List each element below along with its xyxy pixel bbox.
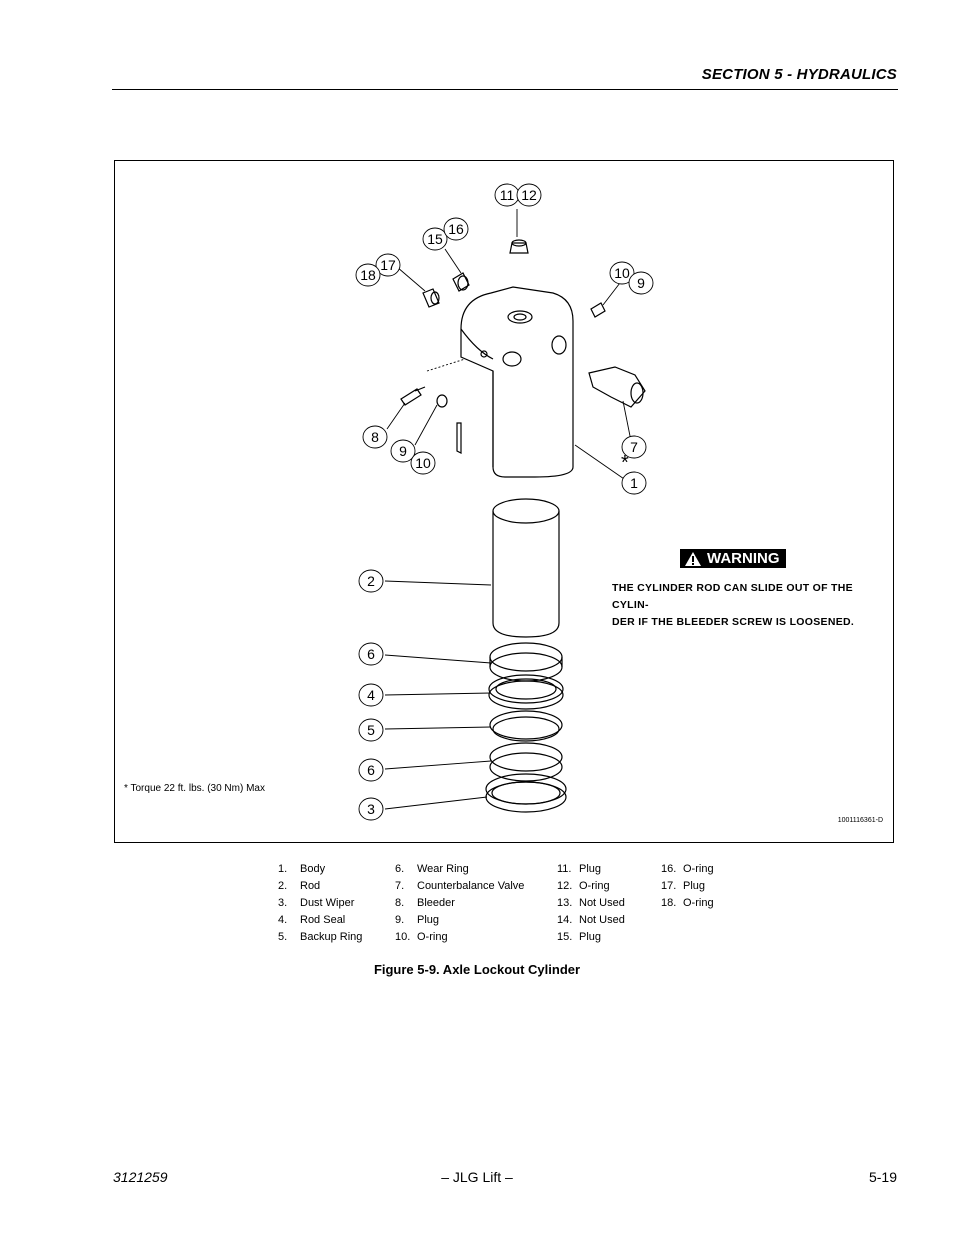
svg-text:1: 1	[630, 475, 638, 491]
svg-text:18: 18	[360, 267, 376, 283]
drawing-id: 1001116361-D	[837, 817, 883, 824]
torque-note: * Torque 22 ft. lbs. (30 Nm) Max	[124, 783, 265, 794]
legend-item: 13.Not Used	[557, 897, 625, 909]
legend-item: 4.Rod Seal	[278, 914, 346, 926]
legend-column-1: 1.Body 2.Rod 3.Dust Wiper 4.Rod Seal 5.B…	[278, 861, 362, 946]
svg-text:10: 10	[614, 265, 630, 281]
wear-ring-bottom-part	[489, 742, 563, 782]
legend-item: 12.O-ring	[557, 880, 610, 892]
svg-text:10: 10	[415, 455, 431, 471]
callout-5: 5	[358, 718, 384, 742]
torque-asterisk: *	[621, 452, 629, 474]
bleeder-part	[400, 386, 426, 406]
figure-frame: 11 12 15 16 17 18 10 9 8 9 10	[114, 160, 894, 843]
figure-caption: Figure 5-9. Axle Lockout Cylinder	[373, 962, 581, 977]
warning-text: THE CYLINDER ROD CAN SLIDE OUT OF THE CY…	[612, 580, 882, 631]
plug-right-part	[590, 302, 606, 318]
svg-text:15: 15	[427, 231, 443, 247]
callout-4: 4	[358, 683, 384, 707]
callout-1: 1	[621, 471, 647, 495]
body-part	[456, 286, 574, 478]
exploded-view-drawing: 11 12 15 16 17 18 10 9 8 9 10	[355, 183, 654, 821]
legend-column-3: 11.Plug 12.O-ring 13.Not Used 14.Not Use…	[557, 861, 625, 946]
warning-label: WARNING	[707, 550, 780, 567]
warning-text-line-1: THE CYLINDER ROD CAN SLIDE OUT OF THE CY…	[612, 581, 853, 611]
legend-column-4: 16.O-ring 17.Plug 18.O-ring	[661, 861, 714, 912]
svg-text:8: 8	[371, 429, 379, 445]
counterbalance-valve-part	[588, 366, 646, 408]
section-title: SECTION 5 - HYDRAULICS	[701, 66, 897, 83]
legend-item: 5.Backup Ring	[278, 931, 363, 943]
warning-triangle-icon	[685, 551, 701, 566]
svg-text:3: 3	[367, 801, 375, 817]
dust-wiper-part	[485, 773, 567, 813]
callout-7: 7	[621, 435, 647, 459]
legend-item: 14.Not Used	[557, 914, 625, 926]
page-number: 5-19	[868, 1169, 897, 1185]
legend-item: 11.Plug	[557, 863, 602, 875]
warning-block: WARNING THE CYLINDER ROD CAN SLIDE OUT O…	[612, 549, 882, 631]
legend-item: 10.O-ring	[395, 931, 448, 943]
legend-column-2: 6.Wear Ring 7.Counterbalance Valve 8.Ble…	[395, 861, 524, 946]
svg-text:6: 6	[367, 762, 375, 778]
legend-item: 17.Plug	[661, 880, 706, 892]
callout-6-bottom: 6	[358, 758, 384, 782]
warning-badge: WARNING	[680, 549, 786, 568]
footer-brand: – JLG Lift –	[441, 1169, 513, 1185]
callout-8: 8	[362, 425, 388, 449]
legend-item: 2.Rod	[278, 880, 321, 892]
legend-item: 8.Bleeder	[395, 897, 455, 909]
svg-text:9: 9	[637, 275, 645, 291]
doc-number: 3121259	[113, 1169, 168, 1185]
svg-text:16: 16	[448, 221, 464, 237]
legend-item: 7.Counterbalance Valve	[395, 880, 525, 892]
svg-text:17: 17	[380, 257, 396, 273]
plug-left-part	[436, 394, 448, 408]
svg-text:12: 12	[521, 187, 537, 203]
plug-15-part	[452, 272, 470, 292]
backup-ring-part	[489, 710, 563, 742]
svg-text:2: 2	[367, 573, 375, 589]
legend-item: 18.O-ring	[661, 897, 714, 909]
legend-item: 16.O-ring	[661, 863, 714, 875]
callout-10-9-right: 10 9	[609, 261, 654, 295]
svg-text:7: 7	[630, 439, 638, 455]
svg-text:4: 4	[367, 687, 375, 703]
callout-15-16: 15 16	[422, 217, 469, 251]
svg-text:9: 9	[399, 443, 407, 459]
legend-item: 15.Plug	[557, 931, 602, 943]
plug-top-part	[509, 239, 529, 254]
svg-text:11: 11	[500, 187, 515, 203]
legend-item: 1.Body	[278, 863, 326, 875]
legend-item: 9.Plug	[395, 914, 440, 926]
callout-17-18: 17 18	[355, 253, 401, 287]
rod-part	[492, 498, 560, 638]
svg-text:6: 6	[367, 646, 375, 662]
callout-2: 2	[358, 569, 384, 593]
svg-text:5: 5	[367, 722, 375, 738]
legend-item: 6.Wear Ring	[395, 863, 469, 875]
rod-seal-part	[488, 674, 564, 710]
legend-item: 3.Dust Wiper	[278, 897, 355, 909]
callout-9-10-left: 9 10	[390, 439, 436, 475]
callout-3: 3	[358, 797, 384, 821]
header-rule	[112, 89, 898, 90]
plug-17-part	[422, 288, 440, 308]
callout-6-top: 6	[358, 642, 384, 666]
warning-text-line-2: DER IF THE BLEEDER SCREW IS LOOSENED.	[612, 615, 855, 628]
callout-11-12: 11 12	[494, 183, 542, 207]
